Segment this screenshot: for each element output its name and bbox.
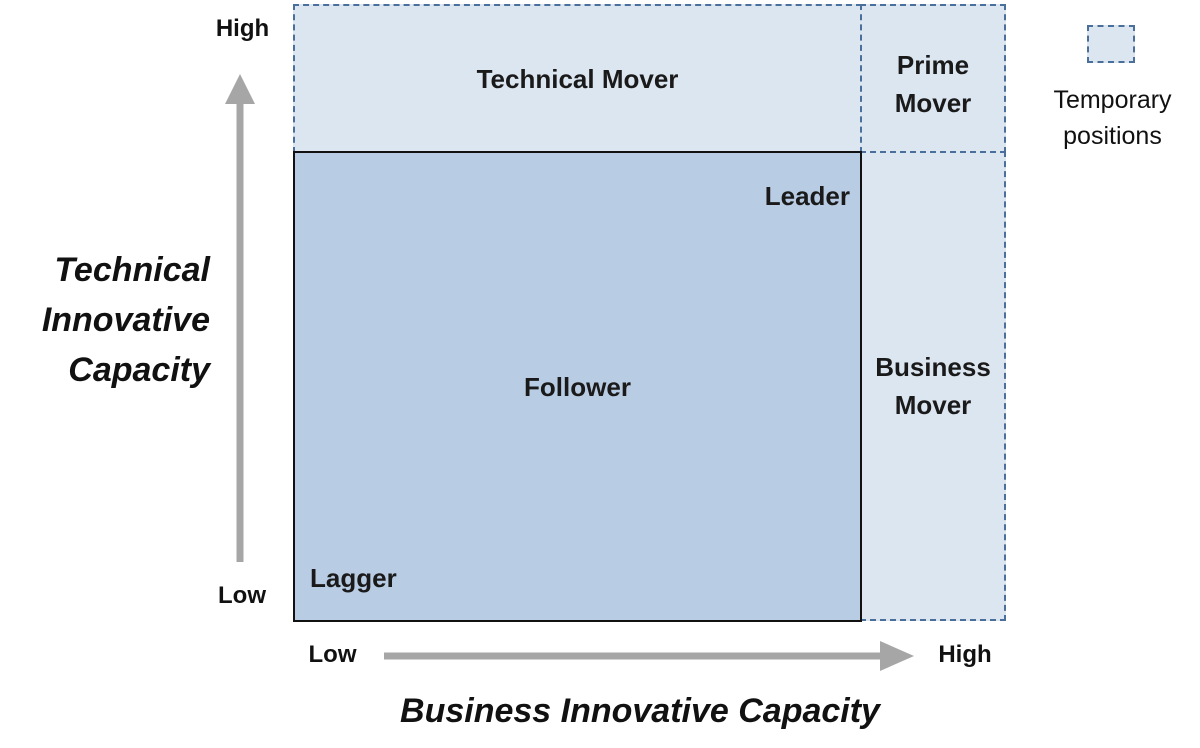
prime-mover-label-line2: Mover — [894, 88, 972, 118]
prime-mover-zone — [860, 4, 1006, 153]
x-axis-arrow — [384, 641, 914, 671]
legend-label-line1: Temporary — [1053, 86, 1172, 114]
x-axis-arrow-head — [880, 641, 914, 671]
business-mover-label-line2: Mover — [894, 390, 972, 420]
y-axis-title-line2: Innovative — [41, 301, 210, 339]
x-axis-high-label: High — [938, 641, 992, 668]
y-axis-low-label: Low — [218, 582, 266, 609]
prime-mover-label-line1: Prime — [896, 50, 970, 80]
technical-mover-zone — [293, 4, 862, 153]
y-axis-title: Technical Innovative Capacity — [10, 245, 210, 395]
y-axis-arrow-head — [225, 74, 255, 104]
follower-label: Follower — [524, 372, 631, 402]
business-mover-label: Business Mover — [860, 348, 1006, 424]
y-axis-title-line3: Capacity — [68, 351, 210, 389]
technical-mover-label: Technical Mover — [476, 64, 679, 94]
y-axis-arrow — [225, 74, 255, 562]
core-zone — [293, 151, 862, 622]
legend-label-line2: positions — [1063, 122, 1162, 150]
y-axis-high-label: High — [215, 15, 270, 42]
legend-label: Temporary positions — [1030, 82, 1195, 154]
prime-mover-label: Prime Mover — [860, 46, 1006, 122]
legend-swatch — [1087, 25, 1135, 63]
leader-label: Leader — [764, 181, 850, 211]
y-axis-title-line1: Technical — [54, 251, 210, 289]
lagger-label: Lagger — [310, 563, 397, 593]
business-mover-label-line1: Business — [875, 352, 991, 382]
x-axis-low-label: Low — [308, 641, 357, 668]
x-axis-title: Business Innovative Capacity — [400, 692, 880, 730]
